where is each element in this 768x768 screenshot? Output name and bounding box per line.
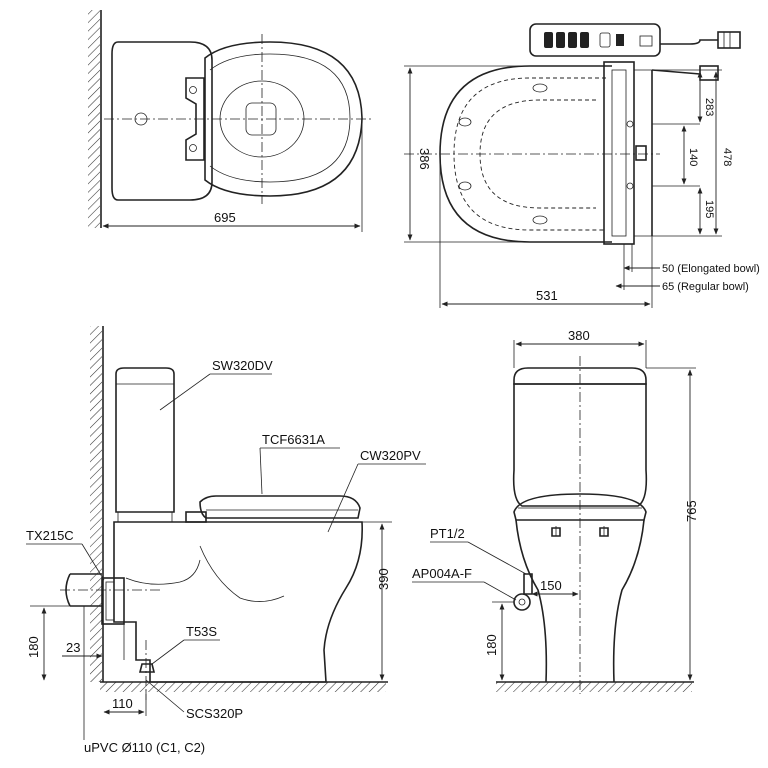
tank-side-outline: [115, 367, 175, 513]
label-elongated: 50 (Elongated bowl): [662, 263, 760, 275]
fitting-top: [699, 65, 719, 81]
dim-390-side: 390: [376, 568, 391, 590]
label-tcf6631a: TCF6631A: [262, 432, 325, 447]
label-scs320p: SCS320P: [186, 706, 243, 721]
label-sw320dv: SW320DV: [212, 358, 273, 373]
dim-140: 140: [687, 148, 699, 166]
hinge-top: [185, 77, 205, 161]
bowl-front-outline: [515, 519, 645, 683]
label-regular: 65 (Regular bowl): [662, 281, 749, 293]
bowl-top-outline: [204, 41, 363, 197]
tx215c-connector: [101, 577, 125, 625]
dim-195: 195: [703, 200, 715, 218]
dim-765: 765: [684, 500, 699, 522]
wall-hatch-side: [90, 326, 102, 682]
dim-380: 380: [568, 328, 590, 343]
remote-control: [529, 23, 661, 57]
dim-150: 150: [540, 578, 562, 593]
bowl-side-outline: [113, 521, 363, 683]
floor-hatch-side: [100, 682, 386, 692]
ap004a-valve: [513, 593, 531, 611]
remote-buttons: [544, 32, 653, 48]
seat-front-outline: [513, 493, 647, 521]
dim-478: 478: [721, 148, 733, 166]
dim-110: 110: [112, 696, 133, 711]
dim-695: 695: [214, 210, 236, 225]
dim-180-front: 180: [484, 634, 499, 656]
wall-hatch-top: [88, 10, 100, 228]
seat-hinge-unit: [603, 61, 635, 245]
angle-valve-top: [717, 31, 741, 49]
front-view: 380 765 180 150 PT1/2 AP004A-F: [412, 328, 699, 694]
label-ap004a-f: AP004A-F: [412, 566, 472, 581]
label-upvc-pipe: uPVC Ø110 (C1, C2): [84, 740, 205, 755]
label-t53s: T53S: [186, 624, 217, 639]
side-view: SW320DV TCF6631A CW320PV TX215C T53S SCS…: [26, 326, 426, 755]
dim-180-side: 180: [26, 636, 41, 658]
label-pt12: PT1/2: [430, 526, 465, 541]
t53s-bolt: [138, 663, 156, 673]
tank-top-outline: [111, 41, 213, 201]
dim-23: 23: [66, 640, 80, 655]
dim-531: 531: [536, 288, 558, 303]
dim-386: 386: [417, 148, 432, 170]
seat-hinge-side: [185, 511, 207, 523]
tank-front-outline: [513, 367, 647, 385]
control-box: [635, 145, 647, 161]
seat-plan-view: 386 478 283 195 140 531 50 (Elongated bo…: [404, 23, 760, 308]
floor-hatch-front: [496, 682, 692, 692]
label-tx215c: TX215C: [26, 528, 74, 543]
label-cw320pv: CW320PV: [360, 448, 421, 463]
dim-283: 283: [703, 98, 715, 116]
seat-side-outline: [199, 495, 361, 519]
top-view: 695: [88, 10, 372, 232]
